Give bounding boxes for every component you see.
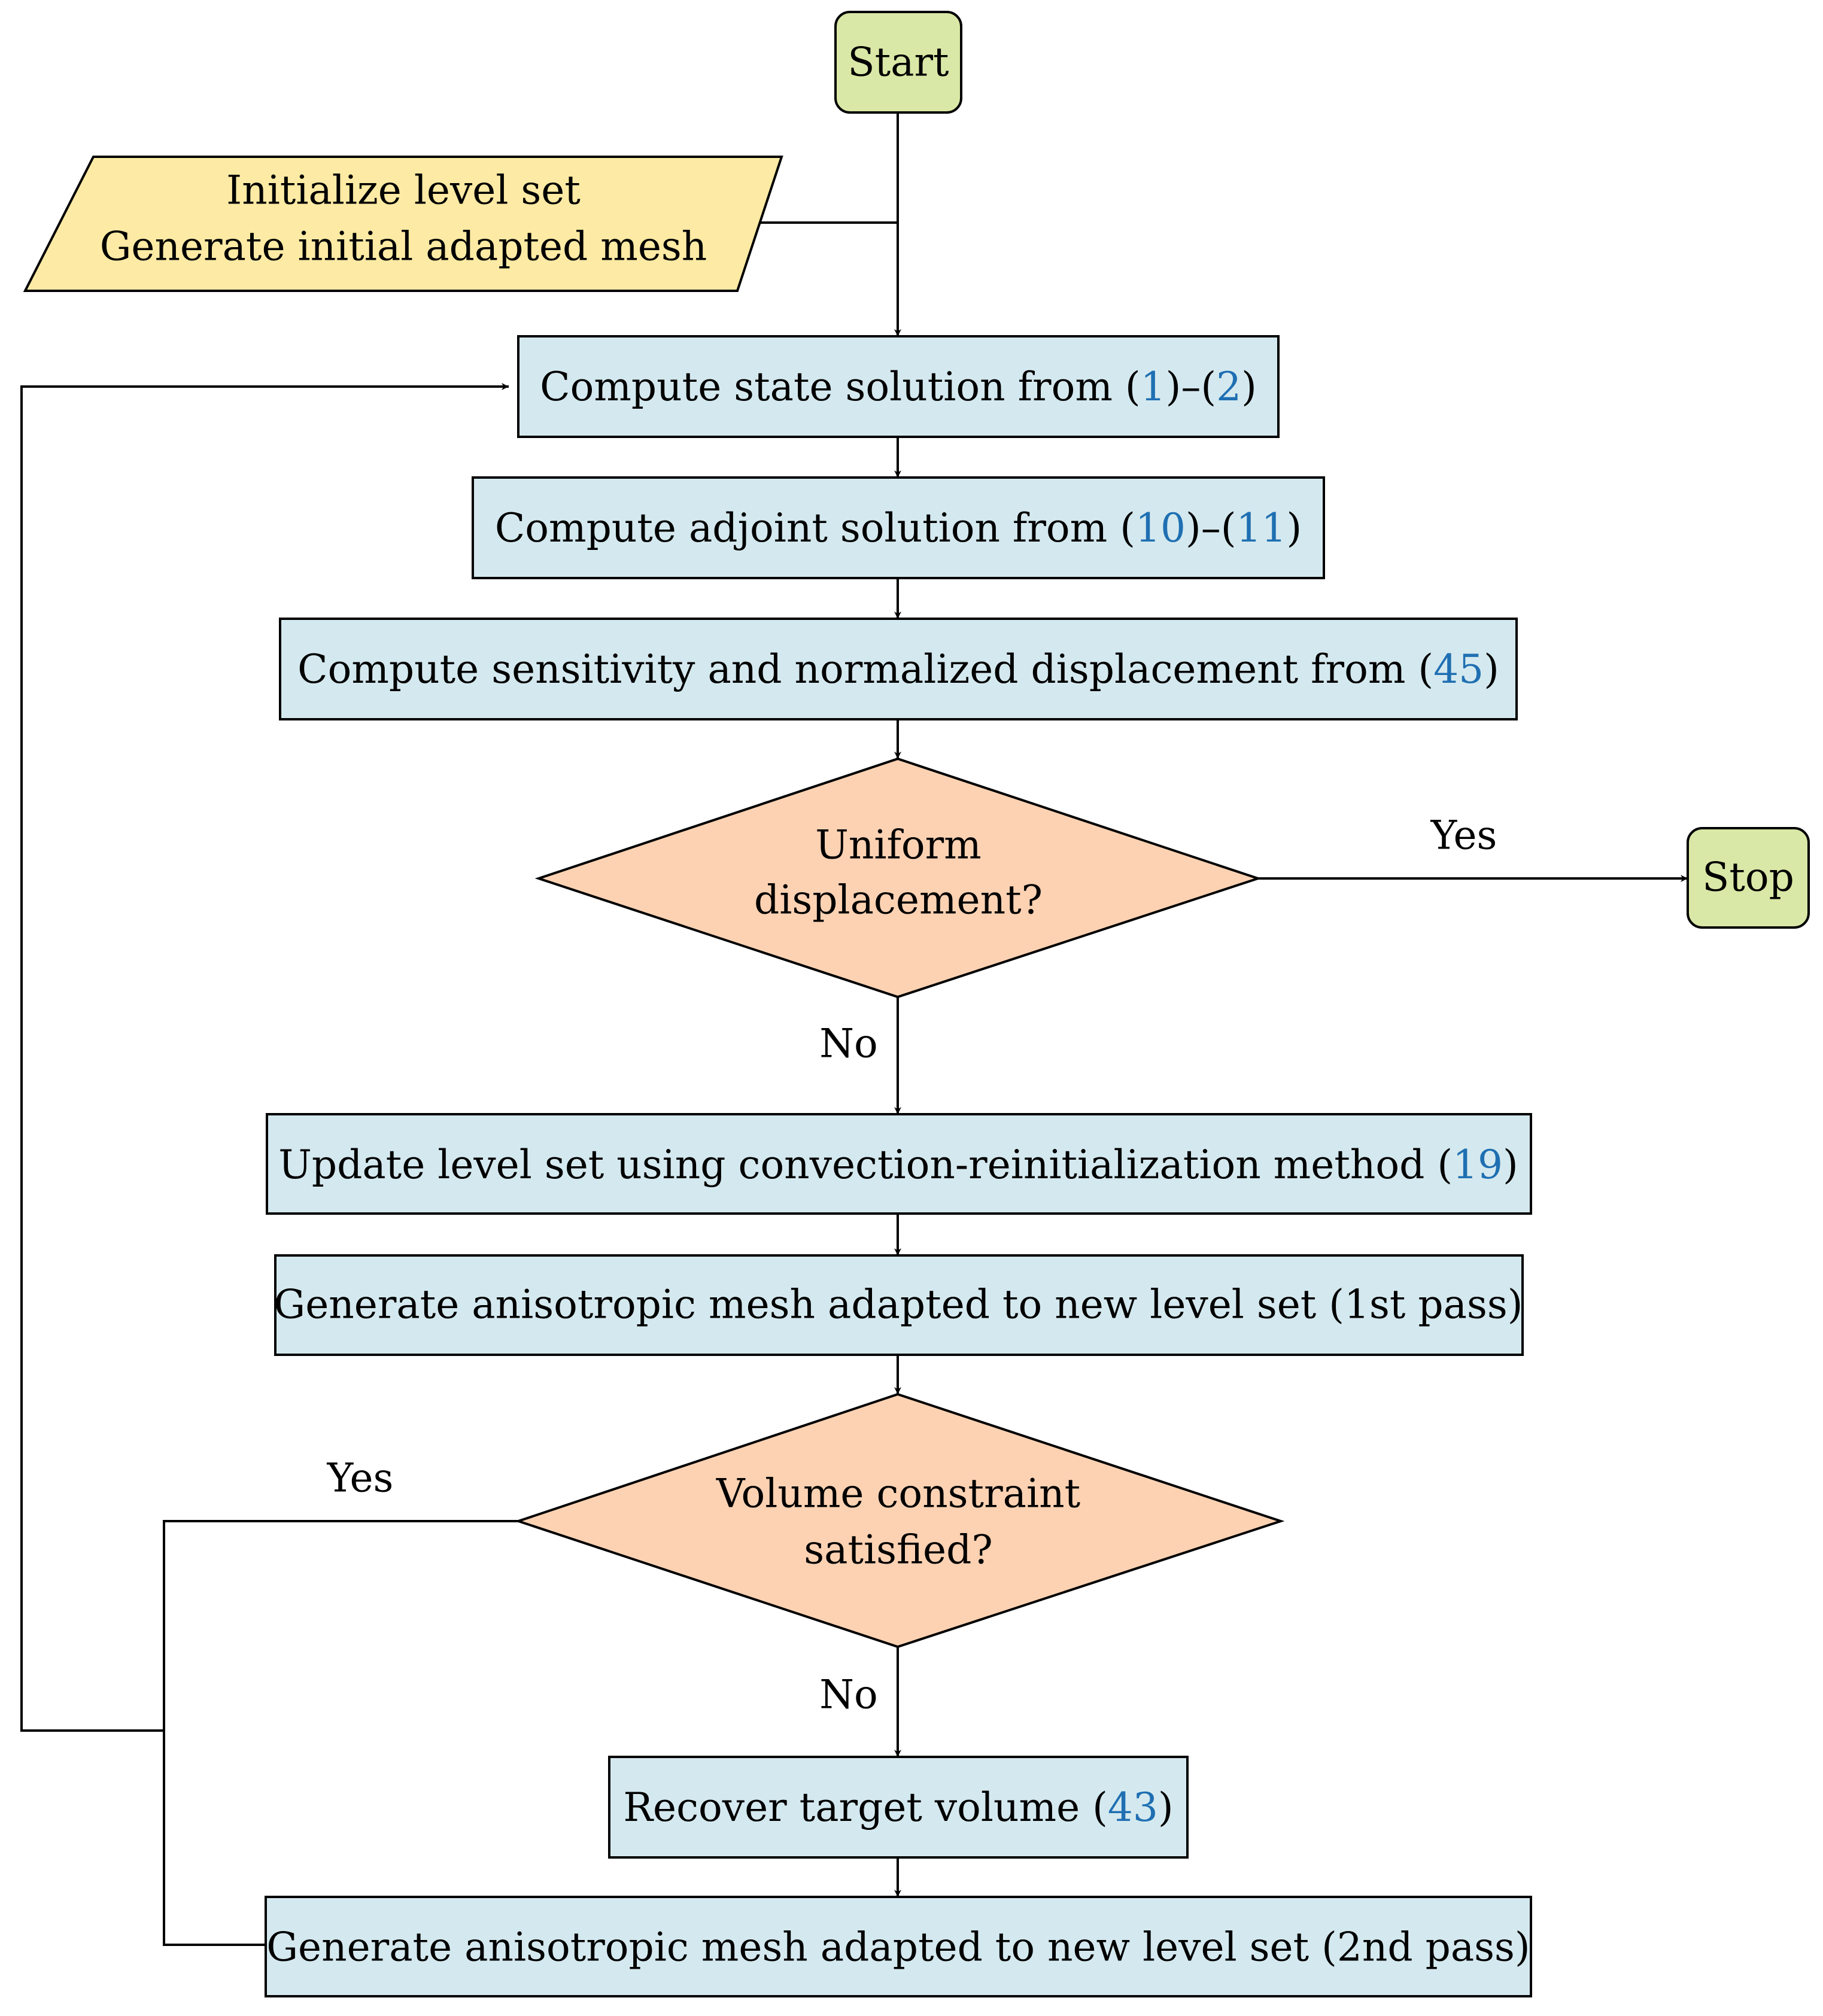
recover-text: Recover target volume [623, 1784, 1092, 1830]
uniform-line-1: Uniform [815, 822, 982, 868]
update-label: Update level set using convection-reinit… [278, 1142, 1518, 1188]
adjoint-label: Compute adjoint solution from (10)–(11) [495, 505, 1302, 551]
volume-decision: Volume constraint satisfied? [514, 1392, 1285, 1649]
update-node: Update level set using convection-reinit… [266, 1113, 1532, 1215]
update-text: Update level set using convection-reinit… [278, 1142, 1437, 1188]
adjoint-node: Compute adjoint solution from (10)–(11) [472, 476, 1325, 579]
uniform-line-2: displacement? [754, 877, 1043, 923]
sensitivity-text: Compute sensitivity and normalized displ… [297, 646, 1418, 692]
uniform-yes-label: Yes [1430, 813, 1497, 859]
adjoint-text: Compute adjoint solution from [495, 505, 1120, 551]
edge-loop-back-to-state [20, 383, 509, 1732]
edge-volume-yes-branch [163, 1520, 518, 1946]
start-node: Start [834, 11, 962, 114]
volume-no-label: No [819, 1672, 878, 1718]
update-ref[interactable]: 19 [1453, 1142, 1503, 1188]
recover-node: Recover target volume (43) [608, 1756, 1189, 1859]
recover-ref[interactable]: 43 [1108, 1784, 1158, 1830]
recover-label: Recover target volume (43) [623, 1784, 1173, 1830]
uniform-decision: Uniform displacement? [534, 757, 1262, 999]
init-line-2: Generate initial adapted mesh [100, 224, 707, 270]
sensitivity-label: Compute sensitivity and normalized displ… [297, 646, 1499, 692]
mesh2-label: Generate anisotropic mesh adapted to new… [266, 1924, 1530, 1971]
init-node: Initialize level set Generate initial ad… [23, 156, 783, 292]
init-line-1: Initialize level set [226, 168, 581, 214]
connectors [20, 112, 1688, 1946]
state-label: Compute state solution from (1)–(2) [540, 364, 1257, 410]
state-ref-1[interactable]: 1 [1141, 364, 1166, 410]
volume-line-2: satisfied? [804, 1527, 992, 1573]
mesh1-node: Generate anisotropic mesh adapted to new… [274, 1254, 1524, 1356]
adjoint-ref-1[interactable]: 10 [1135, 505, 1186, 551]
start-label: Start [847, 39, 949, 86]
state-ref-2[interactable]: 2 [1216, 364, 1241, 410]
state-node: Compute state solution from (1)–(2) [517, 335, 1280, 438]
stop-node: Stop [1687, 827, 1810, 929]
adjoint-ref-2[interactable]: 11 [1236, 505, 1286, 551]
volume-line-1: Volume constraint [716, 1471, 1080, 1517]
mesh1-label: Generate anisotropic mesh adapted to new… [274, 1282, 1523, 1328]
state-text: Compute state solution from [540, 364, 1125, 410]
uniform-no-label: No [819, 1021, 878, 1067]
stop-label: Stop [1702, 855, 1794, 901]
sensitivity-node: Compute sensitivity and normalized displ… [279, 618, 1518, 720]
volume-yes-label: Yes [327, 1455, 394, 1501]
mesh2-node: Generate anisotropic mesh adapted to new… [265, 1896, 1532, 1997]
sensitivity-ref[interactable]: 45 [1433, 646, 1484, 692]
